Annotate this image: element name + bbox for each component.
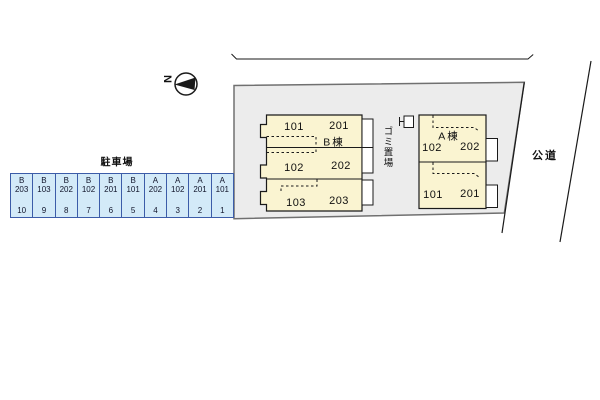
building-b-outline xyxy=(259,114,363,212)
parking-space-building: A xyxy=(152,176,159,185)
parking-space-room: 201 xyxy=(104,185,118,194)
parking-space-number: 1 xyxy=(220,206,225,215)
parking-space-building: B xyxy=(18,176,25,185)
parking-space-building: B xyxy=(108,176,114,185)
parking-space-building: B xyxy=(130,176,136,185)
site-right-boundary-line xyxy=(501,82,525,234)
parking-space-number: 4 xyxy=(153,206,158,215)
room-label-b-201: 201 xyxy=(329,119,349,132)
room-label-b-202: 202 xyxy=(331,160,351,172)
parking-table: B 203 10 B 103 9 B 202 8 B 102 7 B 201 6… xyxy=(10,173,234,218)
building-b-balcony-1 xyxy=(361,118,374,148)
room-label-a-201: 201 xyxy=(460,187,480,200)
parking-space-number: 10 xyxy=(17,206,27,215)
parking-space-1: A 101 1 xyxy=(210,174,233,217)
room-label-b-203: 203 xyxy=(329,194,349,207)
parking-space-room: 101 xyxy=(215,185,229,194)
parking-space-5: B 101 5 xyxy=(121,174,143,217)
parking-space-2: A 201 2 xyxy=(188,174,210,217)
parking-space-room: 202 xyxy=(148,185,163,194)
parking-space-8: B 202 8 xyxy=(54,174,77,217)
building-b-balcony-3 xyxy=(361,179,374,206)
parking-space-6: B 201 6 xyxy=(99,174,121,217)
room-label-b-103: 103 xyxy=(286,196,306,209)
parking-space-number: 3 xyxy=(175,206,180,215)
parking-space-room: 201 xyxy=(193,185,207,194)
parking-space-building: B xyxy=(63,176,69,185)
parking-space-building: A xyxy=(175,176,181,185)
parking-space-3: A 102 3 xyxy=(166,174,188,217)
parking-space-room: 203 xyxy=(14,185,29,194)
parking-space-building: B xyxy=(41,176,47,185)
building-a-balcony-2 xyxy=(485,184,498,208)
parking-space-room: 202 xyxy=(59,185,73,194)
building-b-entry-path-1 xyxy=(266,136,317,148)
parking-space-room: 103 xyxy=(37,185,51,194)
north-boundary-line xyxy=(231,53,534,60)
parking-space-building: A xyxy=(219,176,225,185)
parking-space-10: B 203 10 xyxy=(11,174,32,217)
parking-space-building: A xyxy=(197,176,203,185)
parking-space-number: 2 xyxy=(197,206,203,215)
road-edge-line xyxy=(559,60,592,243)
room-label-a-102: 102 xyxy=(422,142,442,154)
building-a-balcony-1 xyxy=(485,138,498,162)
building-a-name: A棟 xyxy=(438,130,460,142)
parking-space-9: B 103 9 xyxy=(32,174,54,217)
parking-space-number: 8 xyxy=(64,206,69,215)
public-road-label: 公道 xyxy=(532,149,558,162)
garbage-station-icon xyxy=(403,115,414,128)
building-a-entry-path-2 xyxy=(432,162,480,178)
parking-space-room: 101 xyxy=(126,185,140,194)
parking-space-number: 6 xyxy=(108,206,114,215)
parking-space-building: B xyxy=(85,176,92,185)
room-label-b-102: 102 xyxy=(284,162,304,174)
parking-space-number: 9 xyxy=(41,206,47,215)
garbage-area-label: ゴミ置場 xyxy=(381,126,393,168)
building-b-entry-path-2 xyxy=(266,147,317,153)
room-label-a-202: 202 xyxy=(460,140,480,153)
parking-space-number: 5 xyxy=(130,206,136,215)
room-label-b-101: 101 xyxy=(284,121,304,133)
building-b-entry-path-3 xyxy=(280,179,318,191)
north-label: N xyxy=(161,75,173,83)
parking-space-room: 102 xyxy=(81,185,96,194)
building-a-entry-path-1 xyxy=(432,115,480,132)
parking-space-room: 102 xyxy=(171,185,185,194)
parking-space-7: B 102 7 xyxy=(76,174,99,217)
building-b-name: B棟 xyxy=(323,136,345,148)
parking-space-4: A 202 4 xyxy=(143,174,166,217)
parking-space-number: 7 xyxy=(86,206,91,215)
building-b-balcony-2 xyxy=(361,147,374,174)
parking-title: 駐車場 xyxy=(100,157,134,169)
north-arrow-pointer xyxy=(174,77,196,90)
room-label-a-101: 101 xyxy=(423,188,443,201)
